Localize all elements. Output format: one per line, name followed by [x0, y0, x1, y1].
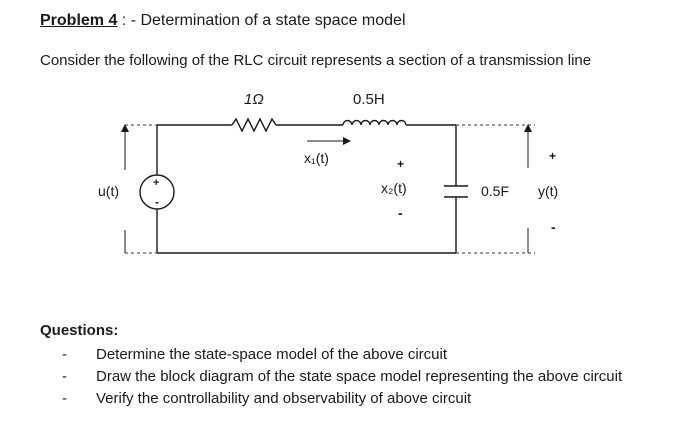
list-bullet: -	[62, 346, 67, 363]
source-minus: -	[155, 195, 159, 209]
question-text: Draw the block diagram of the state spac…	[96, 368, 623, 385]
source-plus: +	[153, 177, 159, 189]
problem-title: Determination of a state space model	[140, 12, 406, 29]
intro-text: Consider the following of the RLC circui…	[40, 52, 592, 69]
questions-list: - Determine the state-space model of the …	[62, 344, 622, 410]
inductor-label: 0.5H	[353, 91, 385, 108]
question-text: Verify the controllability and observabi…	[96, 390, 472, 407]
state2-plus: +	[397, 157, 404, 171]
problem-heading: Problem 4 : - Determination of a state s…	[40, 12, 406, 30]
problem-separator: : -	[117, 12, 141, 29]
state1-label: x₁(t)	[304, 150, 329, 166]
resistor-label: 1Ω	[244, 91, 264, 108]
problem-label: Problem 4	[40, 12, 118, 29]
source-label: u(t)	[98, 183, 119, 199]
resistor-zigzag	[231, 117, 277, 133]
input-arrow-head	[121, 124, 129, 132]
question-item: - Verify the controllability and observab…	[62, 388, 622, 410]
inductor-coil	[342, 119, 407, 126]
current-arrow-head	[343, 137, 351, 145]
output-arrow-head	[524, 124, 532, 132]
state2-minus: -	[398, 205, 403, 221]
questions-title: Questions:	[40, 322, 119, 339]
capacitor-label: 0.5F	[481, 183, 509, 199]
rlc-circuit-diagram: 1Ω 0.5H x₁(t) + x₂(t) - 0.5F + y(t) - u(…	[98, 91, 558, 254]
state2-label: x₂(t)	[381, 180, 407, 196]
question-item: - Draw the block diagram of the state spa…	[62, 366, 622, 388]
question-item: - Determine the state-space model of the …	[62, 344, 622, 366]
output-plus: +	[549, 149, 556, 163]
output-label: y(t)	[538, 183, 558, 199]
output-minus: -	[551, 219, 556, 235]
question-text: Determine the state-space model of the a…	[96, 346, 448, 363]
voltage-source-circle	[139, 174, 175, 210]
list-bullet: -	[62, 390, 67, 407]
list-bullet: -	[62, 368, 67, 385]
